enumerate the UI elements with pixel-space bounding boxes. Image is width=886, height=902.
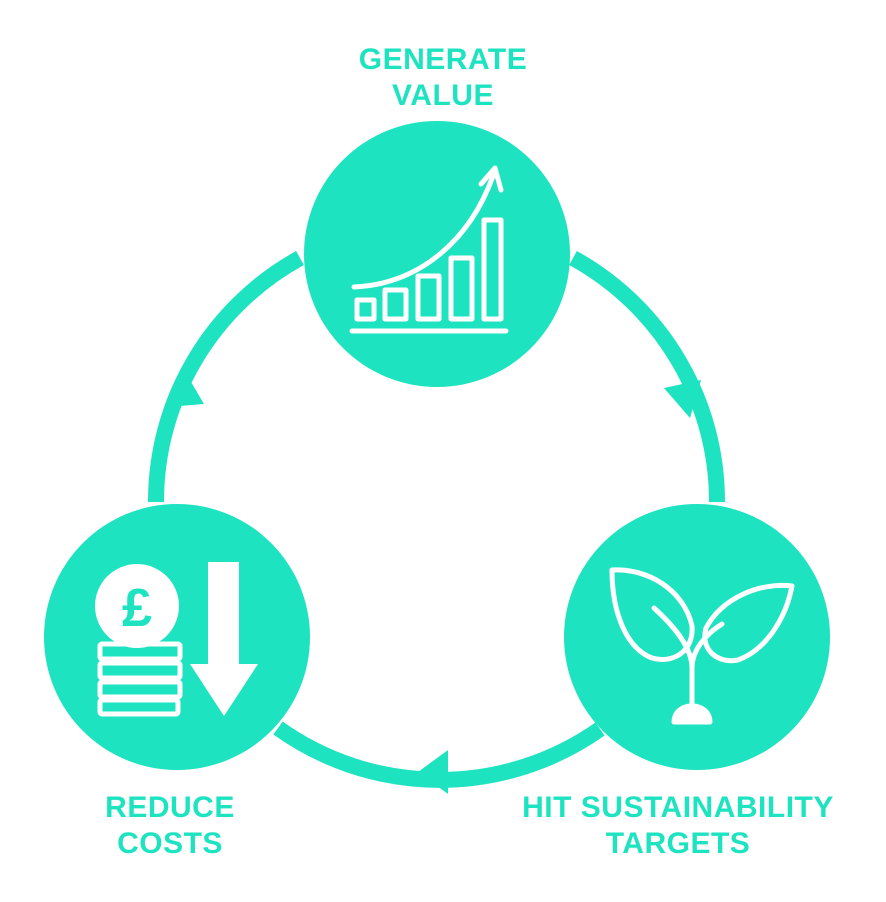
node-generate-value xyxy=(304,121,570,387)
label-line: HIT SUSTAINABILITY xyxy=(522,791,834,824)
pound-coin-icon xyxy=(95,564,179,648)
node-circle-hit-sustainability-targets xyxy=(564,504,830,770)
node-reduce-costs: £ xyxy=(44,504,310,770)
label-line: COSTS xyxy=(117,827,223,860)
label-line: VALUE xyxy=(392,79,494,112)
label-line: GENERATE xyxy=(358,43,528,76)
sprout-leaves-icon xyxy=(609,567,795,725)
label-line: REDUCE xyxy=(105,791,235,824)
node-circle-reduce-costs xyxy=(44,504,310,770)
arc-reduce-to-generate xyxy=(147,250,304,503)
pound-coins-down-arrow-icon: £ xyxy=(95,562,258,717)
label-line: TARGETS xyxy=(605,827,751,860)
down-arrow-icon xyxy=(190,562,258,716)
label-reduce-costs: REDUCE COSTS xyxy=(20,790,320,862)
growth-bar-chart-icon xyxy=(349,165,509,334)
arrowhead-right xyxy=(664,380,701,418)
node-hit-sustainability-targets xyxy=(564,504,830,770)
pound-symbol: £ xyxy=(122,578,152,638)
arc-generate-to-sustainability xyxy=(569,250,726,503)
cycle-arrowheads xyxy=(168,370,701,794)
arrowhead-left xyxy=(168,370,204,407)
arrowhead-bottom xyxy=(418,750,448,794)
coin-stack-icon xyxy=(97,641,183,717)
label-generate-value: GENERATE VALUE xyxy=(293,42,593,114)
label-hit-sustainability-targets: HIT SUSTAINABILITY TARGETS xyxy=(488,790,868,862)
